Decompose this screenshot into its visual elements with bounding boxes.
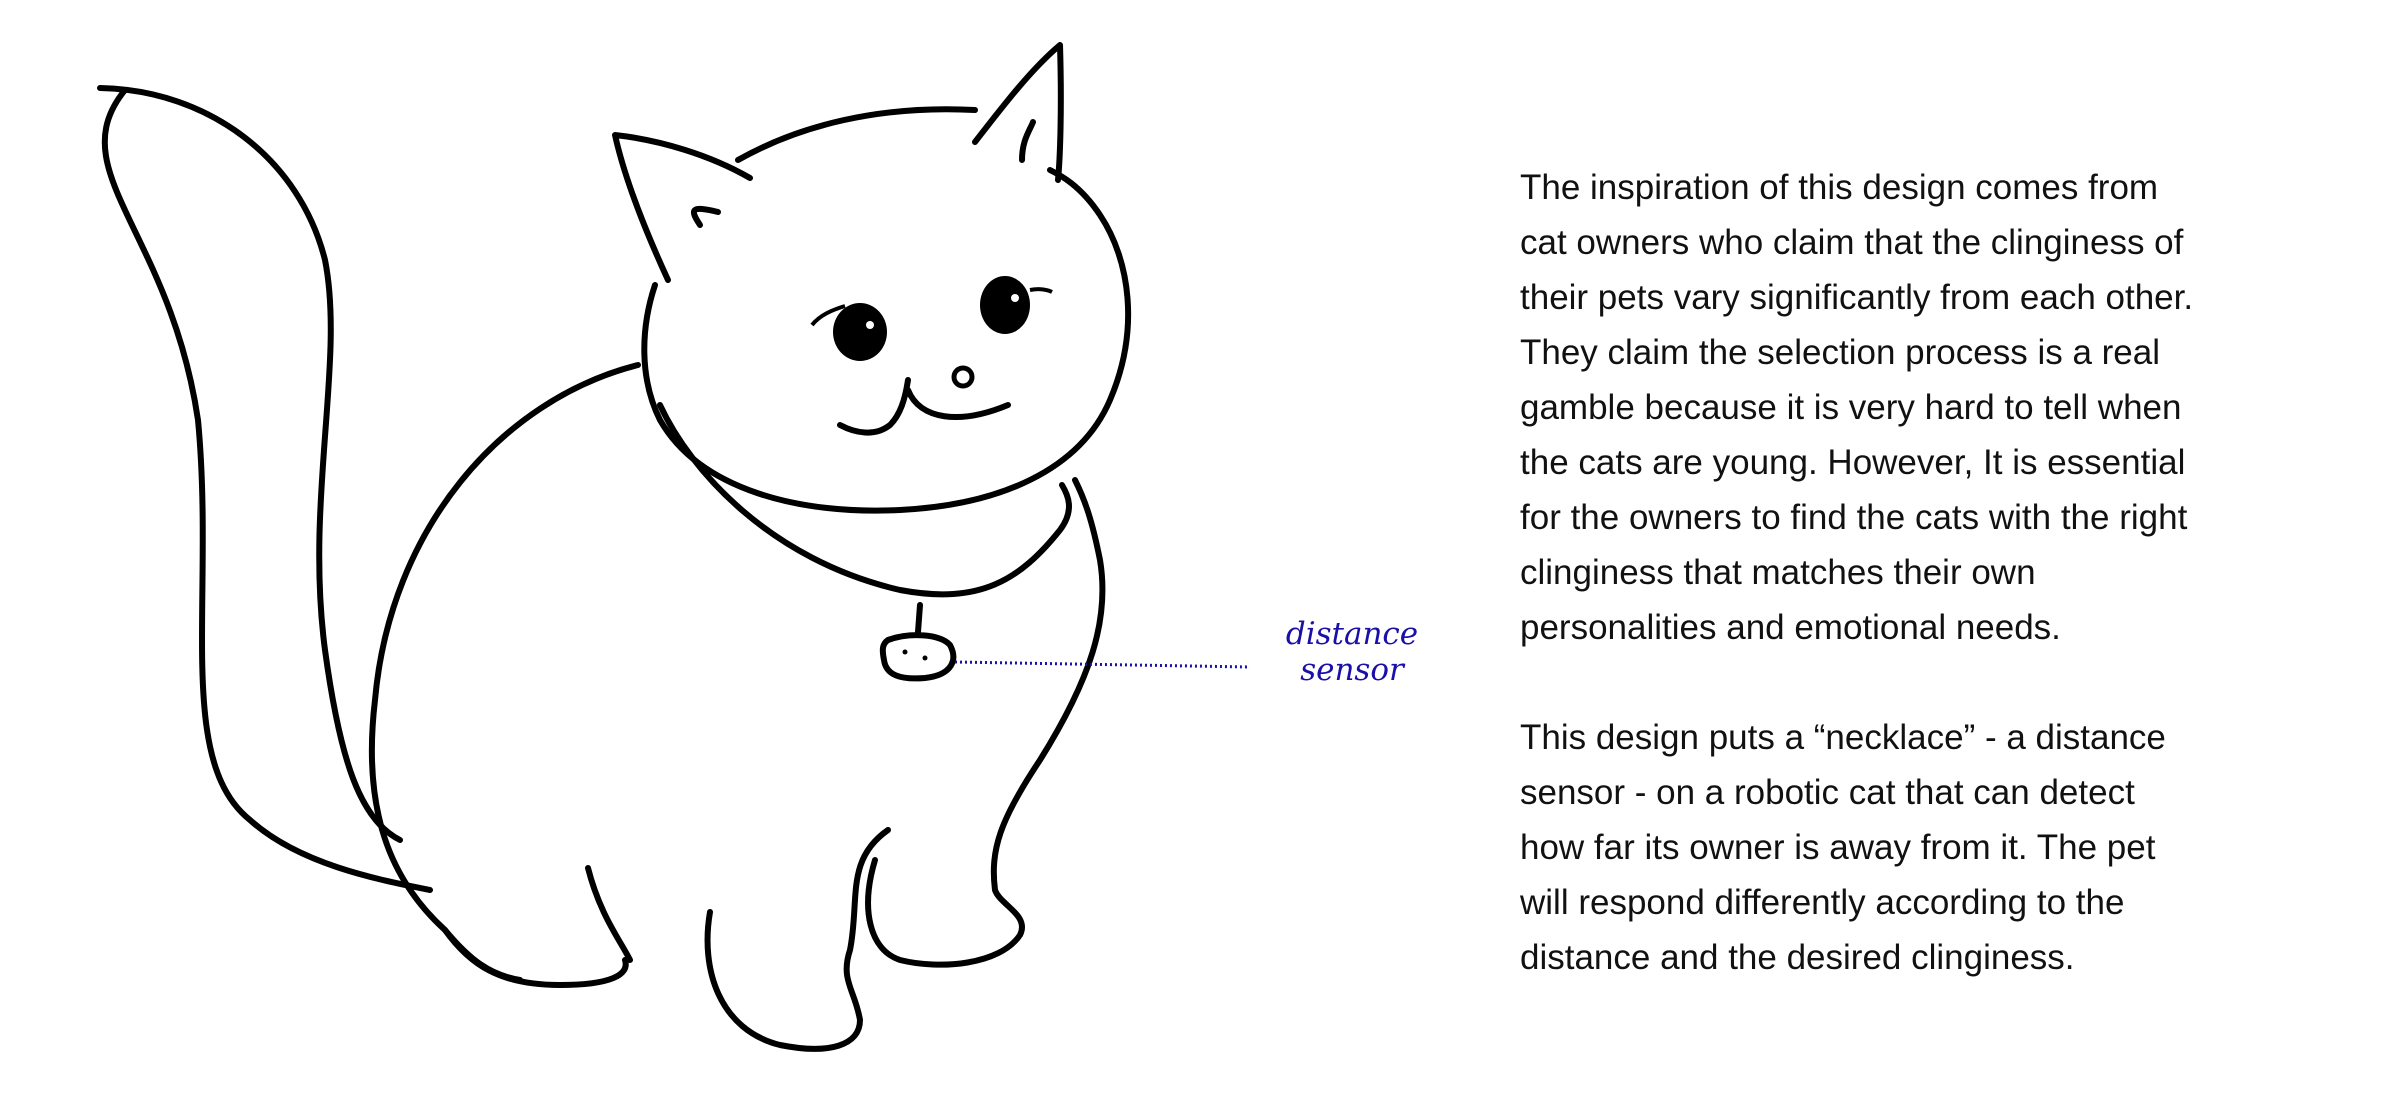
distance-sensor-label: distance sensor (1262, 616, 1442, 688)
annotation-leader-line (954, 660, 1251, 669)
cat-tail (97, 85, 433, 893)
tag-dots (902, 649, 928, 661)
paragraph-line: how far its owner is away from it. The p… (1520, 828, 2156, 867)
cat-eyes (810, 276, 1053, 361)
annotation-line-2: sensor (1300, 652, 1404, 688)
cat-mouth (837, 377, 1011, 436)
cat-front-leg-right (865, 477, 1106, 968)
description-paragraph-2: This design puts a “necklace” - a distan… (1520, 710, 2280, 985)
paragraph-line: will respond differently according to th… (1520, 883, 2125, 922)
paragraph-line: for the owners to find the cats with the… (1520, 498, 2188, 537)
cat-front-leg-left (704, 827, 891, 1052)
cat-ear-left (612, 132, 753, 283)
paragraph-line: sensor - on a robotic cat that can detec… (1520, 773, 2135, 812)
cat-nose (951, 365, 975, 389)
cat-illustration (97, 42, 1251, 1052)
paragraph-line: distance and the desired clinginess. (1520, 938, 2075, 977)
paragraph-line: clinginess that matches their own (1520, 553, 2036, 592)
cat-head (641, 106, 1132, 514)
collar-tag (879, 602, 957, 682)
cat-back-leg (442, 865, 633, 988)
paragraph-line: personalities and emotional needs. (1520, 608, 2061, 647)
paragraph-line: their pets vary significantly from each … (1520, 278, 2194, 317)
description-paragraph-1: The inspiration of this design comes fro… (1520, 160, 2280, 655)
paragraph-line: gamble because it is very hard to tell w… (1520, 388, 2182, 427)
paragraph-line: The inspiration of this design comes fro… (1520, 168, 2159, 207)
description-text: The inspiration of this design comes fro… (1520, 160, 2280, 985)
paragraph-line: They claim the selection process is a re… (1520, 333, 2160, 372)
paragraph-line: This design puts a “necklace” - a distan… (1520, 718, 2166, 757)
paragraph-line: the cats are young. However, It is essen… (1520, 443, 2186, 482)
cat-body-left (368, 362, 641, 983)
cat-collar (657, 402, 1072, 598)
paragraph-line: cat owners who claim that the clinginess… (1520, 223, 2184, 262)
cat-ear-right (972, 42, 1064, 183)
annotation-line-1: distance (1285, 616, 1419, 652)
